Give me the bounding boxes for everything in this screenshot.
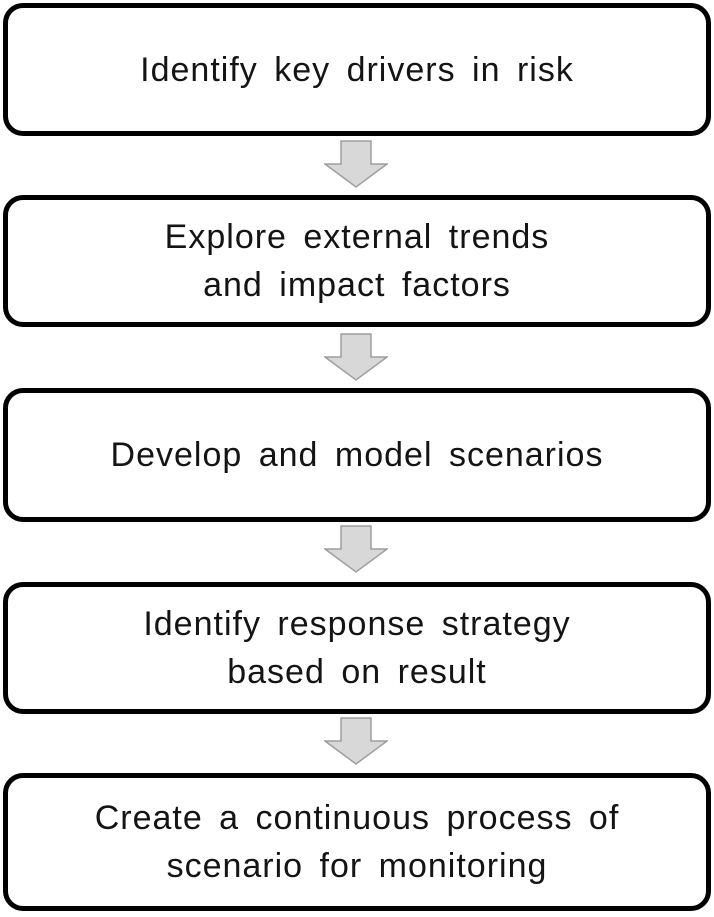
down-arrow-icon	[324, 525, 388, 573]
flow-step-box-3: Develop and model scenarios	[3, 388, 711, 522]
down-arrow-icon	[324, 333, 388, 381]
flow-step-label-1: Identify key drivers in risk	[140, 50, 574, 89]
down-arrow-icon	[324, 140, 388, 188]
flow-step-box-2: Explore external trends and impact facto…	[3, 195, 711, 327]
flow-step-label-5: Create a continuous process of scenario …	[94, 799, 620, 885]
flow-step-label-3: Develop and model scenarios	[110, 436, 604, 474]
flow-step-box-4: Identify response strategy based on resu…	[3, 582, 711, 714]
flow-step-box-1: Identify key drivers in risk	[3, 3, 711, 136]
flow-step-box-5: Create a continuous process of scenario …	[3, 773, 711, 911]
flow-step-label-2: Explore external trends and impact facto…	[164, 218, 550, 304]
down-arrow-icon	[324, 717, 388, 765]
flow-step-label-4: Identify response strategy based on resu…	[143, 605, 571, 691]
